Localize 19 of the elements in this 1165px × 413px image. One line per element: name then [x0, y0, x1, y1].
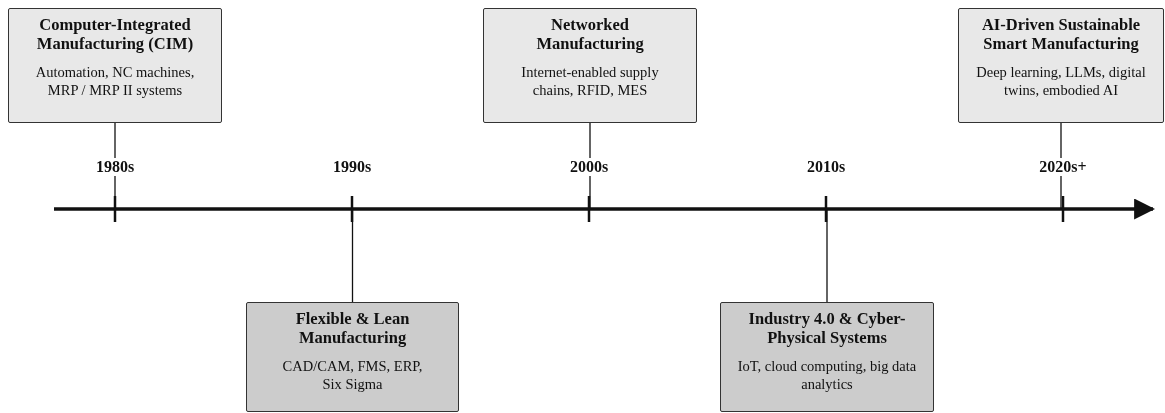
milestone-box	[246, 302, 459, 412]
milestone-title: Networked Manufacturing	[535, 15, 645, 53]
year-label: 2020s+	[1037, 158, 1089, 176]
milestone-title: Industry 4.0 & Cyber-Physical Systems	[747, 309, 907, 347]
milestone-box	[8, 8, 222, 123]
leader-line	[351, 208, 354, 303]
milestone-description: IoT, cloud computing, big data analytics	[736, 357, 918, 393]
milestone-description: Automation, NC machines, MRP / MRP II systems	[34, 63, 196, 99]
year-label: 2000s	[567, 158, 611, 176]
milestone-description: Deep learning, LLMs, digital twins, embodied AI	[975, 63, 1147, 99]
milestone-box	[958, 8, 1164, 123]
milestone-title: AI-Driven Sustainable Smart Manufacturing	[980, 15, 1142, 53]
milestone-description: Internet-enabled supply chains, RFID, MES	[520, 63, 660, 99]
milestone-title: Computer-Integrated Manufacturing (CIM)	[35, 15, 195, 53]
milestone-box	[720, 302, 934, 412]
leader-line	[826, 208, 828, 303]
milestone-box	[483, 8, 697, 123]
milestone-title: Flexible & Lean Manufacturing	[294, 309, 411, 347]
milestone-description: CAD/CAM, FMS, ERP, Six Sigma	[281, 357, 424, 393]
